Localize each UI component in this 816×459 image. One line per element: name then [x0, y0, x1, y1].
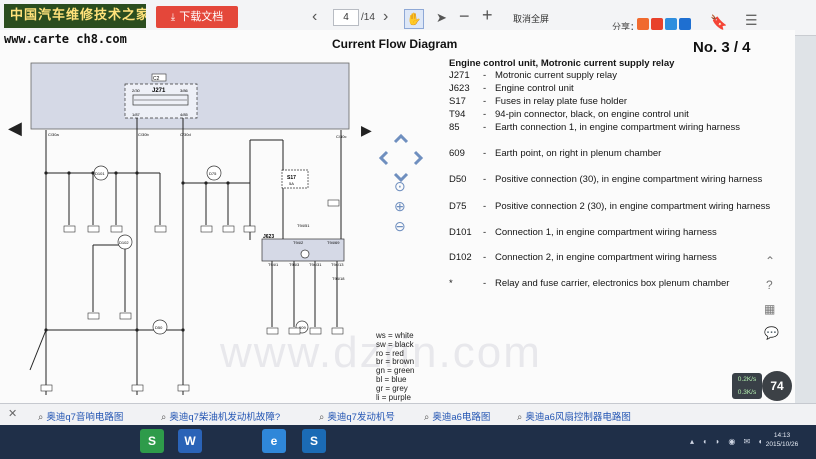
label-c2: C2 — [153, 76, 160, 82]
page-total: /14 — [361, 12, 375, 23]
wire-color-key: ws = white sw = black ro = red br = brow… — [376, 331, 415, 402]
pan-control[interactable] — [375, 130, 427, 186]
legend-row: *-Relay and fuse carrier, electronics bo… — [449, 278, 730, 289]
label-j271: J271 — [152, 88, 166, 94]
label-t94-31: T94/31 — [309, 262, 322, 267]
next-page-arrow-icon[interactable]: ▶ — [361, 122, 372, 138]
page-number-input[interactable]: 4 — [333, 9, 359, 26]
label-t94-18: T94/18 — [332, 276, 345, 281]
search-icon: ⌕ — [424, 412, 430, 423]
search-icon: ⌕ — [38, 412, 44, 423]
label-5a: 5A — [289, 181, 294, 186]
label-t94-69: T94/69 — [327, 240, 340, 245]
document-title: Current Flow Diagram — [332, 37, 458, 51]
label-s17: S17 — [287, 175, 296, 181]
related-link[interactable]: ⌕奥迪q7音响电路图 — [38, 412, 124, 423]
search-icon: ⌕ — [319, 412, 325, 423]
share-label: 分享： — [612, 22, 640, 32]
close-icon[interactable]: ✕ — [8, 408, 18, 420]
search-icon: ⌕ — [517, 412, 523, 423]
zoom-out-icon[interactable]: − — [459, 6, 470, 26]
taskbar-app[interactable]: e — [262, 429, 286, 453]
site-logo[interactable]: 中国汽车维修技术之家 — [4, 4, 146, 28]
share-icon-2[interactable] — [651, 18, 663, 30]
help-icon[interactable]: ? — [766, 278, 773, 292]
search-icon: ⌕ — [161, 412, 167, 423]
document-page-number: No. 3 / 4 — [693, 39, 751, 56]
zoom-in-icon[interactable]: + — [482, 5, 493, 25]
label-t94-2: T94/2 — [293, 240, 304, 245]
select-tool-icon[interactable]: ➤ — [436, 10, 447, 25]
label-d101: D101 — [95, 171, 105, 176]
related-link[interactable]: ⌕奥迪a6风扇控制器电路图 — [517, 412, 631, 423]
zoom-minus-icon[interactable]: ⊖ — [394, 218, 406, 234]
system-tray[interactable]: ▴ ◖ ◗ ◉ ✉ ◐ — [690, 437, 767, 446]
zoom-plus-icon[interactable]: ⊕ — [394, 198, 406, 214]
legend-row: S17-Fuses in relay plate fuse holder — [449, 96, 628, 107]
bookmark-icon[interactable]: 🔖 — [710, 14, 728, 30]
label-386: 3/86 — [180, 88, 189, 93]
taskbar-app[interactable]: S — [140, 429, 164, 453]
legend-row: J623-Engine control unit — [449, 83, 574, 94]
document-page: www.carte ch8.com Current Flow Diagram N… — [0, 30, 795, 406]
label-t94-13: T94/13 — [331, 262, 344, 267]
label-609: 609 — [299, 325, 306, 330]
download-icon: ⤓ — [170, 12, 176, 23]
hand-tool-icon[interactable]: ✋ — [404, 9, 424, 29]
qrcode-icon[interactable]: ▦ — [764, 302, 776, 316]
menu-icon[interactable]: ☰ — [745, 12, 758, 28]
share-icon-3[interactable] — [665, 18, 677, 30]
related-link[interactable]: ⌕奥迪q7发动机号 — [319, 412, 395, 423]
legend-row: D75-Positive connection 2 (30), in engin… — [449, 201, 771, 212]
label-230: 2/30 — [132, 88, 141, 93]
zoom-fit-icon[interactable]: ⊙ — [394, 178, 406, 194]
next-page-icon[interactable]: › — [383, 8, 389, 25]
label-j623: J623 — [263, 234, 274, 240]
taskbar-app[interactable]: S — [302, 429, 326, 453]
score-badge[interactable]: 74 — [762, 371, 792, 401]
taskbar-app[interactable]: W — [178, 429, 202, 453]
label-485: 4/85 — [180, 112, 189, 117]
share-icons — [637, 18, 691, 30]
site-url-watermark: www.carte ch8.com — [4, 32, 127, 46]
share-icon-4[interactable] — [679, 18, 691, 30]
label-d102: D102 — [119, 240, 129, 245]
legend-row: 85-Earth connection 1, in engine compart… — [449, 122, 741, 133]
exit-fullscreen-button[interactable]: 取消全屏 — [513, 14, 550, 24]
prev-page-arrow-icon[interactable]: ◀ — [8, 118, 22, 138]
label-t94-3: T94/3 — [289, 262, 300, 267]
share-icon-1[interactable] — [637, 18, 649, 30]
prev-page-icon[interactable]: ‹ — [312, 8, 318, 25]
label-t94-1: T94/1 — [268, 262, 279, 267]
wiring-diagram: C2 J271 2/30 3/86 1/87 4/85 C/30a C/30b … — [29, 62, 350, 395]
label-187: 1/87 — [132, 112, 141, 117]
legend-row: T94-94-pin connector, black, on engine c… — [449, 109, 689, 120]
scroll-up-icon[interactable]: ⌃ — [765, 254, 776, 268]
download-label: 下载文档 — [179, 11, 224, 23]
legend-row: 609-Earth point, on right in plenum cham… — [449, 148, 662, 159]
legend-row: D50-Positive connection (30), in engine … — [449, 174, 763, 185]
label-d50: D50 — [155, 325, 163, 330]
legend-heading: Engine control unit, Motronic current su… — [449, 58, 675, 69]
legend-row: D102-Connection 2, in engine compartment… — [449, 252, 717, 263]
related-link[interactable]: ⌕奥迪q7柴油机发动机故障? — [161, 412, 281, 423]
watermark-text: www.dzrin.com — [220, 328, 542, 377]
label-c30a: C/30a — [48, 132, 59, 137]
legend-row: J271-Motronic current supply relay — [449, 70, 617, 81]
download-button[interactable]: ⤓下载文档 — [156, 6, 238, 28]
component-legend: Engine control unit, Motronic current su… — [449, 58, 789, 289]
legend-row: D101-Connection 1, in engine compartment… — [449, 227, 717, 238]
chat-icon[interactable]: 💬 — [764, 326, 779, 340]
label-c30b: C/30b — [138, 132, 149, 137]
label-t94-51: T94/51 — [297, 223, 310, 228]
label-d75: D75 — [209, 171, 217, 176]
related-links-bar: ✕ ⌕奥迪q7音响电路图 ⌕奥迪q7柴油机发动机故障? ⌕奥迪q7发动机号 ⌕奥… — [0, 403, 816, 425]
label-c30d: C/30d — [180, 132, 191, 137]
related-link[interactable]: ⌕奥迪a6电路图 — [424, 412, 491, 423]
